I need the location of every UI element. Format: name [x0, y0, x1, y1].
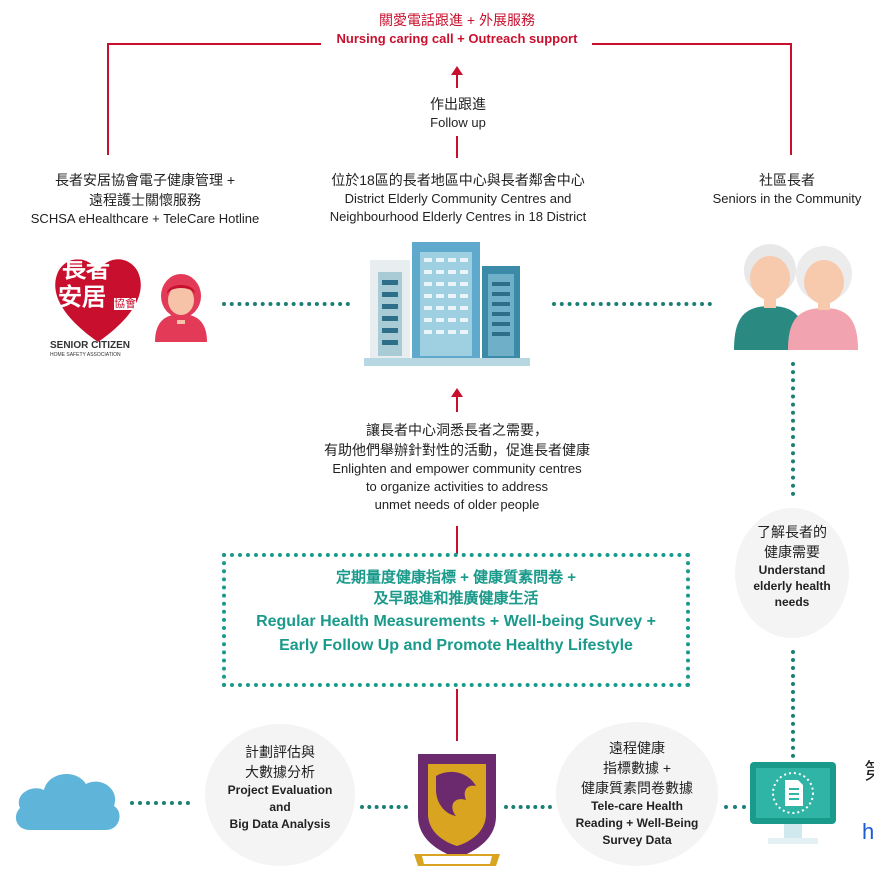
logo-zh-2: 安居 [58, 283, 106, 311]
dots-seniors-down [791, 362, 795, 496]
evaluation-zh-2: 大數據分析 [245, 764, 315, 780]
follow-up-arrow-head [451, 66, 463, 75]
seniors-couple-icon [730, 232, 860, 350]
understand-en-3: needs [774, 595, 810, 609]
top-title: 關愛電話跟進 + 外展服務 Nursing caring call + Outr… [300, 10, 614, 48]
seniors-label: 社區長者 Seniors in the Community [700, 170, 874, 208]
evaluation-en-1: Project Evaluation [227, 783, 333, 797]
enlighten-label: 讓長者中心洞悉長者之需要， 有助他們舉辦針對性的活動，促進長者健康 Enligh… [270, 420, 644, 514]
logo-zh-3: 協會 [114, 298, 136, 310]
centres-zh: 位於18區的長者地區中心與長者鄰舍中心 [331, 172, 585, 188]
schsa-logo: 長者 安居 協會 SENIOR CITIZEN HOME SAFETY ASSO… [48, 250, 148, 362]
understand-circle [735, 508, 849, 638]
dots-eval-to-cuhk [360, 805, 408, 809]
enlighten-arrow-head [451, 388, 463, 397]
enlighten-en-3: unmet needs of older people [374, 497, 540, 512]
enlighten-en-1: Enlighten and empower community centres [332, 461, 582, 476]
regular-label: 定期量度健康指標 + 健康質素問卷 + 及早跟進和推廣健康生活 Regular … [222, 568, 690, 658]
building-icon [364, 240, 544, 368]
box-to-cuhk-line [456, 689, 458, 741]
telecare-en-1: Tele-care Health [591, 799, 683, 813]
loop-line-right-drop [790, 43, 792, 155]
evaluation-circle [205, 724, 355, 866]
logo-en-1: SENIOR CITIZEN [50, 340, 131, 351]
understand-label: 了解長者的 健康需要 Understand elderly health nee… [735, 522, 849, 610]
logo-en-2: HOME SAFETY ASSOCIATION [50, 352, 121, 358]
regular-zh-1: 定期量度健康指標 + 健康質素問卷 + [335, 569, 577, 586]
enlighten-zh-1: 讓長者中心洞悉長者之需要， [366, 422, 548, 438]
seniors-en: Seniors in the Community [712, 191, 862, 206]
loop-line-right [592, 43, 792, 45]
telecare-zh-1: 遠程健康 [609, 740, 665, 756]
telecare-zh-3: 健康質素問卷數據 [581, 780, 693, 796]
centres-en-2: Neighbourhood Elderly Centres in 18 Dist… [329, 209, 587, 224]
understand-zh-2: 健康需要 [764, 544, 820, 560]
enlighten-zh-2: 有助他們舉辦針對性的活動，促進長者健康 [324, 442, 590, 458]
heart-logo-icon [55, 259, 141, 342]
regular-zh-2: 及早跟進和推廣健康生活 [373, 590, 539, 607]
understand-zh-1: 了解長者的 [757, 524, 827, 540]
seniors-zh: 社區長者 [759, 172, 815, 188]
dots-understand-down [791, 650, 795, 758]
evaluation-zh-1: 計劃評估與 [245, 744, 315, 760]
telecare-label: 遠程健康 指標數據 + 健康質素問卷數據 Tele-care Health Re… [556, 738, 718, 849]
telecare-en-3: Survey Data [602, 833, 672, 847]
understand-en-1: Understand [758, 563, 826, 577]
enlighten-arrow-shaft [456, 396, 458, 412]
cuhk-emblem-icon [414, 750, 500, 866]
cut-off-link[interactable]: h [862, 819, 874, 844]
logo-zh-1: 長者 [62, 255, 110, 283]
dots-cloud-to-eval [130, 801, 190, 805]
schsa-zh-1: 長者安居協會電子健康管理 + [54, 172, 236, 188]
regular-en-1: Regular Health Measurements + Well-being… [256, 613, 656, 630]
follow-up-arrow-shaft [456, 74, 458, 88]
schsa-zh-2: 遠程護士關懷服務 [89, 192, 201, 208]
loop-line-left-drop [107, 43, 109, 155]
enlighten-en-2: to organize activities to address [365, 479, 549, 494]
dots-centres-to-seniors [552, 302, 712, 306]
follow-up-line [456, 136, 458, 158]
understand-en-2: elderly health [753, 579, 831, 593]
regular-measurements-box [222, 553, 690, 687]
evaluation-en-3: Big Data Analysis [229, 817, 331, 831]
nurse-icon [153, 270, 209, 342]
dots-nurse-to-centres [222, 302, 350, 306]
top-title-en: Nursing caring call + Outreach support [336, 31, 578, 46]
evaluation-label: 計劃評估與 大數據分析 Project Evaluation and Big D… [205, 742, 355, 833]
loop-line-left [107, 43, 321, 45]
telecare-circle [556, 722, 718, 866]
enlighten-line [456, 526, 458, 554]
dots-cuhk-to-telecare [504, 805, 552, 809]
top-title-zh: 關愛電話跟進 + 外展服務 [379, 12, 535, 28]
cloud-icon [12, 766, 124, 832]
centres-label: 位於18區的長者地區中心與長者鄰舍中心 District Elderly Com… [290, 170, 626, 226]
evaluation-en-2: and [269, 800, 291, 814]
schsa-label: 長者安居協會電子健康管理 + 遠程護士關懷服務 SCHSA eHealthcar… [0, 170, 290, 228]
monitor-icon [748, 760, 838, 850]
regular-en-2: Early Follow Up and Promote Healthy Life… [279, 637, 633, 654]
follow-up-label: 作出跟進 Follow up [397, 94, 519, 132]
telecare-zh-2: 指標數據 + [602, 760, 672, 776]
follow-up-en: Follow up [430, 115, 486, 130]
telecare-en-2: Reading + Well-Being [575, 816, 699, 830]
cut-off-text-zh: 第 [864, 758, 874, 786]
centres-en-1: District Elderly Community Centres and [344, 191, 572, 206]
dots-telecare-to-monitor [724, 805, 746, 809]
schsa-en: SCHSA eHealthcare + TeleCare Hotline [30, 211, 260, 226]
follow-up-zh: 作出跟進 [430, 96, 486, 112]
